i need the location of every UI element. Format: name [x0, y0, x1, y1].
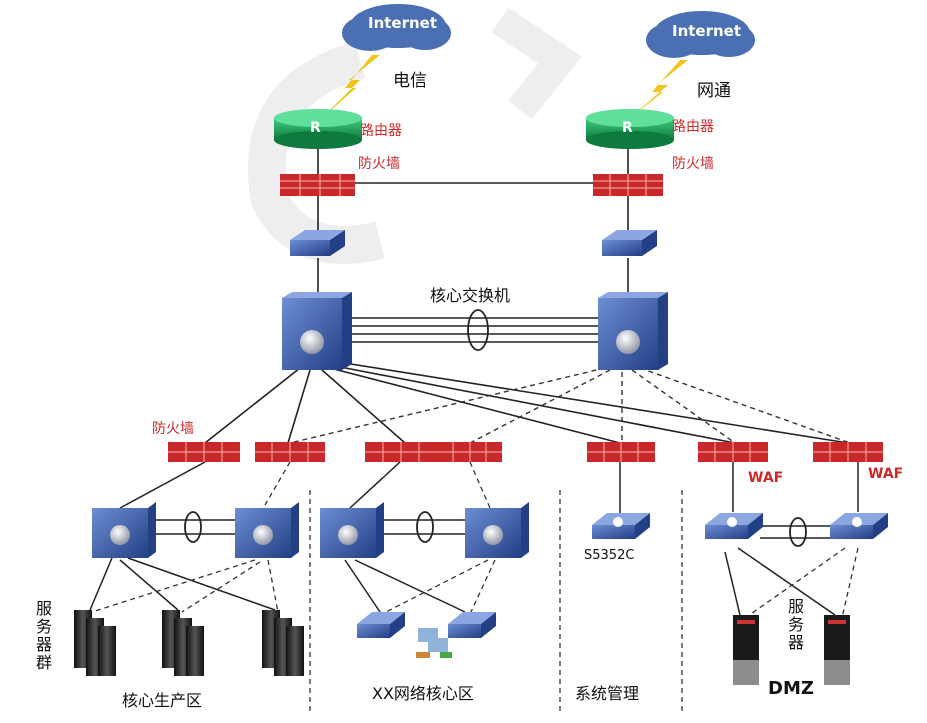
access-switch-icon-xx-right [448, 612, 496, 638]
dmz-server-label: 服务器 [785, 598, 804, 652]
firewall-icon-low-6 [698, 442, 768, 462]
waf-label-right: WAF [868, 466, 904, 482]
zone-switch-icon-2 [235, 502, 299, 558]
firewall-icon-low-2 [255, 442, 325, 462]
cloud-label-right: Internet [672, 22, 742, 40]
switch-icon-top-right [602, 230, 657, 256]
isp-label-right: 网通 [697, 81, 731, 101]
isp-label-left: 电信 [393, 71, 427, 91]
server-rack-icon-1 [74, 610, 116, 676]
router-label-right: 路由器 [672, 119, 714, 135]
zone-switch-icon-4 [465, 502, 529, 558]
s5352c-label: S5352C [584, 548, 635, 563]
firewall-icon-low-3 [365, 442, 437, 462]
core-switch-label: 核心交换机 [430, 286, 511, 305]
firewall-label-top-right: 防火墙 [672, 156, 714, 172]
switch-icon-s5352c [592, 513, 650, 539]
pc-group-icon [416, 628, 452, 658]
waf-label-left: WAF [748, 470, 784, 486]
router-glyph-left: R [310, 120, 321, 136]
switch-icon-top-left [290, 230, 345, 256]
switch-icon-dmz-left [705, 513, 763, 539]
server-group-label: 服务器群 [33, 600, 52, 672]
cloud-icon-left [342, 4, 451, 51]
zone-label-system-management: 系统管理 [575, 684, 640, 703]
zone-switch-icon-3 [320, 502, 384, 558]
router-icon-left [274, 109, 362, 149]
router-icon-right [586, 109, 674, 149]
firewall-icon-low-4 [437, 442, 502, 462]
core-switch-icon-right [598, 292, 668, 370]
lightning-icon-left [322, 55, 380, 118]
firewall-icon-top-left [280, 174, 355, 196]
firewall-icon-low-5 [587, 442, 655, 462]
server-rack-icon-3 [262, 610, 304, 676]
dmz-server-icon-2 [818, 615, 858, 690]
lightning-icon-right [630, 60, 688, 118]
firewall-icon-low-7 [813, 442, 883, 462]
zone-label-core-production: 核心生产区 [122, 691, 203, 710]
connections [204, 140, 849, 444]
access-switch-icon-xx-left [357, 612, 405, 638]
dmz-server-icon-1 [727, 615, 767, 690]
zone-label-dmz: DMZ [768, 678, 814, 699]
cloud-label-left: Internet [368, 14, 438, 32]
cloud-icon-right [646, 11, 755, 58]
core-switch-icon-left [282, 292, 352, 370]
router-label-left: 路由器 [360, 123, 402, 139]
switch-icon-dmz-right [830, 513, 888, 539]
dashed-connections [289, 367, 851, 444]
link-aggregation-marks [184, 309, 807, 547]
zone-label-xx-network-core: XX网络核心区 [372, 684, 474, 703]
firewall-label-lower: 防火墙 [152, 421, 194, 437]
router-glyph-right: R [622, 120, 633, 136]
firewall-label-top-left: 防火墙 [358, 156, 400, 172]
firewall-icon-low-1 [168, 442, 240, 462]
firewall-icon-top-right [593, 174, 663, 196]
server-rack-icon-2 [162, 610, 204, 676]
zone-switch-icon-1 [92, 502, 156, 558]
